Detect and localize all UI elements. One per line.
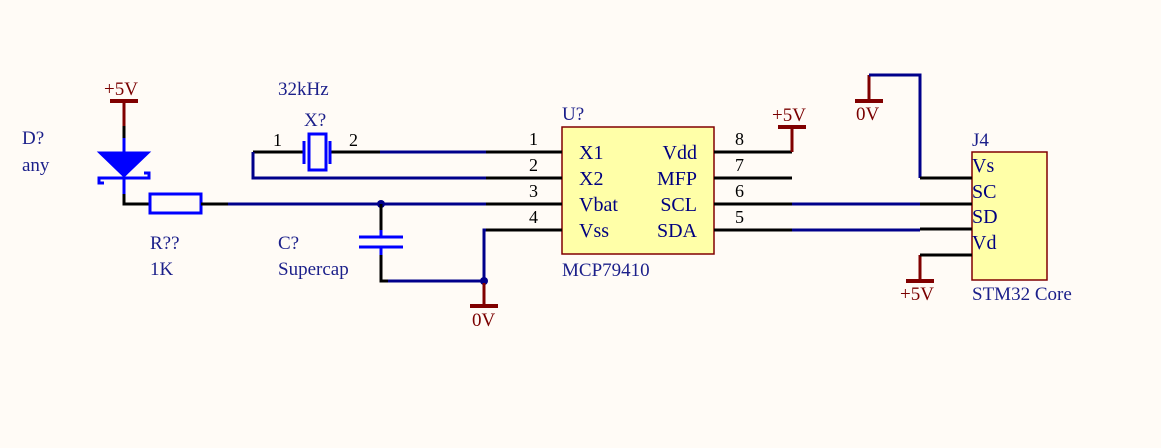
ic-pin-5[interactable]: 5 SDA bbox=[657, 207, 792, 242]
pin-name: Vdd bbox=[663, 142, 697, 164]
connector-pin-vd[interactable]: Vd bbox=[920, 232, 996, 257]
crystal-pin1-number: 1 bbox=[273, 130, 282, 150]
wire-x2-net[interactable] bbox=[251, 152, 486, 180]
conn-supply-port[interactable]: +5V bbox=[900, 255, 934, 305]
diode-designator: D? bbox=[22, 128, 44, 149]
pin-name: SDA bbox=[657, 220, 698, 242]
pin-name: X2 bbox=[579, 168, 603, 190]
diode-supply-port[interactable]: +5V bbox=[104, 79, 138, 126]
wire-vs-net[interactable] bbox=[869, 73, 922, 178]
ic-pin-8[interactable]: 8 Vdd bbox=[663, 129, 792, 164]
pin-name: Vss bbox=[579, 220, 609, 242]
crystal-body bbox=[307, 132, 328, 172]
ground-label: 0V bbox=[856, 104, 880, 125]
power-label: +5V bbox=[772, 105, 806, 126]
junction-dot bbox=[480, 277, 488, 285]
pin-name: SD bbox=[972, 206, 998, 228]
power-label: +5V bbox=[900, 284, 934, 305]
ic-pin-7[interactable]: 7 MFP bbox=[657, 155, 792, 190]
capacitor-pin-bottom bbox=[379, 255, 388, 283]
crystal-pin2-number: 2 bbox=[349, 130, 358, 150]
pin-number: 4 bbox=[529, 207, 538, 227]
diode-triangle-icon bbox=[96, 151, 152, 178]
connector-pin-sd[interactable]: SD bbox=[920, 206, 998, 231]
ic-vdd-port[interactable]: +5V bbox=[772, 105, 806, 152]
ic-pin-1[interactable]: 1 X1 bbox=[486, 129, 603, 164]
pin-number: 1 bbox=[529, 129, 538, 149]
pin-number: 7 bbox=[735, 155, 744, 175]
capacitor-value: Supercap bbox=[278, 259, 349, 280]
diode-symbol[interactable] bbox=[96, 138, 152, 194]
pin-number: 6 bbox=[735, 181, 744, 201]
wire-vss-net[interactable] bbox=[482, 228, 486, 281]
connector-part: STM32 Core bbox=[972, 284, 1072, 305]
ic-part-number: MCP79410 bbox=[562, 260, 650, 281]
connector-pin-vs[interactable]: Vs bbox=[920, 155, 994, 180]
pin-name: MFP bbox=[657, 168, 697, 190]
ic-pin-2[interactable]: 2 X2 bbox=[486, 155, 603, 190]
connector-pin-sc[interactable]: SC bbox=[920, 181, 996, 206]
crystal-value: 32kHz bbox=[278, 79, 329, 100]
ic-pin-6[interactable]: 6 SCL bbox=[660, 181, 792, 216]
pin-number: 2 bbox=[529, 155, 538, 175]
crystal-symbol[interactable] bbox=[302, 132, 332, 172]
pin-name: SCL bbox=[660, 194, 697, 216]
resistor-designator: R?? bbox=[150, 233, 180, 254]
pin-number: 3 bbox=[529, 181, 538, 201]
pin-name: X1 bbox=[579, 142, 603, 164]
diode-to-resistor-pin bbox=[122, 194, 150, 206]
ic-pin-3[interactable]: 3 Vbat bbox=[486, 181, 618, 216]
conn-ground-port[interactable]: 0V bbox=[855, 75, 883, 125]
crystal-designator: X? bbox=[304, 110, 326, 131]
connector-designator: J4 bbox=[972, 130, 989, 151]
ic-pin-4[interactable]: 4 Vss bbox=[486, 207, 609, 242]
ic-designator: U? bbox=[562, 104, 584, 125]
capacitor-symbol[interactable] bbox=[359, 230, 403, 255]
pin-name: Vd bbox=[972, 232, 996, 254]
ic-body[interactable] bbox=[561, 126, 715, 255]
pin-name: Vs bbox=[972, 155, 994, 177]
resistor-value: 1K bbox=[150, 259, 174, 280]
connector-body[interactable] bbox=[971, 151, 1048, 281]
pin-number: 8 bbox=[735, 129, 744, 149]
power-label: +5V bbox=[104, 79, 138, 100]
capacitor-designator: C? bbox=[278, 233, 299, 254]
pin-name: Vbat bbox=[579, 194, 618, 216]
diode-value: any bbox=[22, 155, 50, 176]
pin-name: SC bbox=[972, 181, 996, 203]
ground-label: 0V bbox=[472, 310, 496, 331]
resistor-body[interactable] bbox=[148, 192, 203, 215]
ic-ground-port[interactable]: 0V bbox=[470, 283, 498, 331]
pin-number: 5 bbox=[735, 207, 744, 227]
